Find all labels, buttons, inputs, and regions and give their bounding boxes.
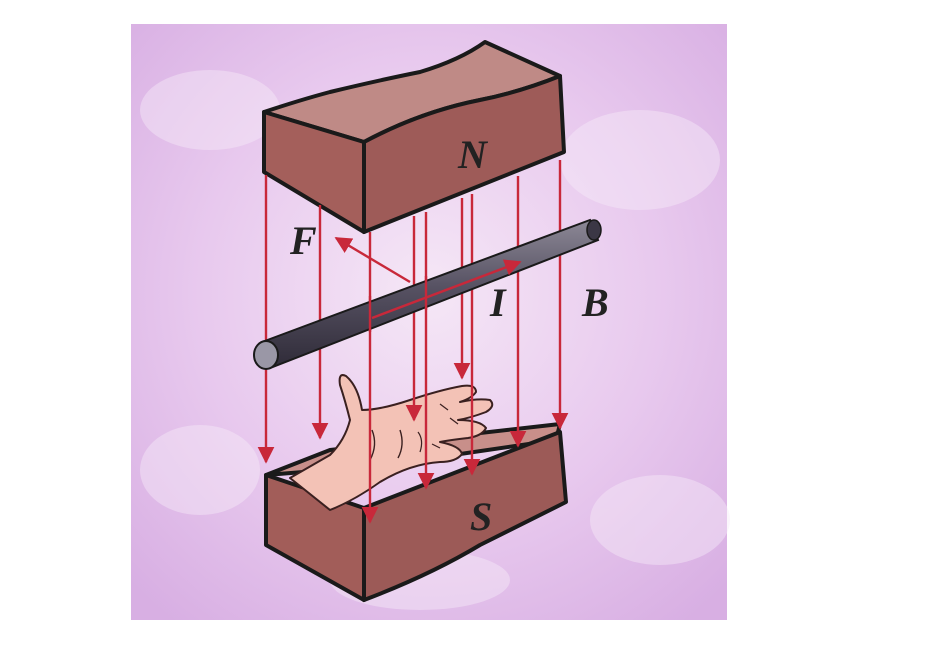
north-magnet-right-face bbox=[362, 74, 566, 234]
north-pole-label: N bbox=[457, 132, 489, 177]
north-magnet bbox=[262, 40, 566, 234]
south-pole-label: S bbox=[470, 494, 492, 539]
current-label: I bbox=[489, 280, 507, 325]
rod-end-cap bbox=[253, 340, 279, 370]
left-hand bbox=[289, 374, 494, 511]
current-arrow bbox=[371, 259, 522, 320]
conductor-rod bbox=[253, 218, 602, 370]
force-arrow bbox=[334, 236, 411, 284]
south-magnet-right-face bbox=[362, 430, 568, 602]
field-label: B bbox=[581, 280, 609, 325]
force-label: F bbox=[289, 218, 317, 263]
